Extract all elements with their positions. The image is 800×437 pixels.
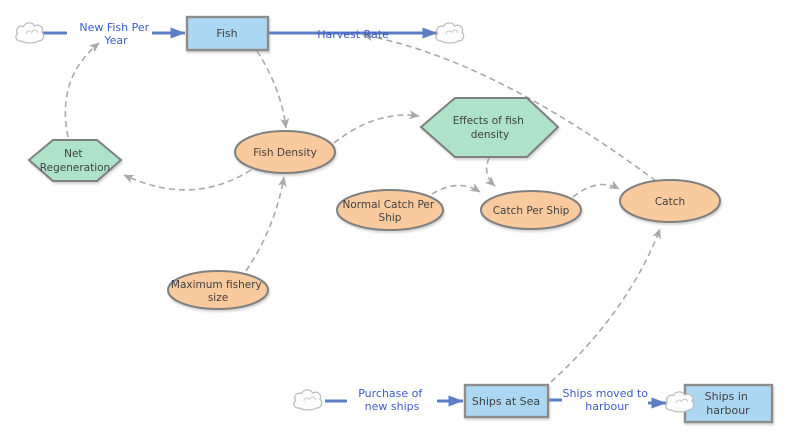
converter-effects-of-fish-density-label: Effects of fish density: [453, 115, 528, 141]
auxiliary-fish-density-label: Fish Density: [253, 147, 317, 159]
flow-label-new-fish-per-year: New Fish Per Year: [79, 21, 152, 47]
connector-fish-density-to-effects-of-fish-density[interactable]: [333, 110, 420, 144]
stock-ships-at-sea[interactable]: Ships at Sea: [463, 383, 550, 419]
connector-net-regeneration-to-new-fish-per-year[interactable]: [64, 42, 100, 138]
stock-fish-label: Fish: [216, 27, 237, 40]
stock-ships-at-sea-label: Ships at Sea: [472, 395, 540, 408]
cloud-source-new-fish[interactable]: [15, 22, 45, 44]
connector-normal-catch-per-ship-to-catch-per-ship[interactable]: [431, 183, 481, 195]
flow-label-harvest-rate: Harvest Rate: [317, 28, 389, 41]
auxiliary-catch-per-ship[interactable]: Catch Per Ship: [480, 190, 582, 230]
cloud-sink-harvest[interactable]: [435, 22, 465, 44]
auxiliary-catch-label: Catch: [655, 196, 685, 208]
cloud-source-ships[interactable]: [293, 389, 323, 411]
auxiliary-catch-per-ship-label: Catch Per Ship: [493, 205, 570, 217]
flow-label-purchase-of-new-ships: Purchase of new ships: [358, 387, 426, 413]
auxiliary-normal-catch-per-ship[interactable]: Normal Catch Per Ship: [336, 189, 444, 231]
connector-fish-to-fish-density[interactable]: [256, 50, 290, 129]
stock-ships-in-harbour[interactable]: Ships in harbour: [683, 383, 774, 424]
converter-effects-of-fish-density[interactable]: Effects of fish density: [419, 97, 560, 158]
converter-net-regeneration-label: Net Regeneration: [40, 148, 110, 174]
auxiliary-maximum-fishery-size-label: Maximum fishery size: [171, 279, 265, 304]
connector-maximum-fishery-size-to-fish-density[interactable]: [245, 176, 287, 272]
auxiliary-catch[interactable]: Catch: [619, 179, 721, 223]
flow-label-ships-moved-to-harbour: Ships moved to harbour: [563, 387, 652, 413]
auxiliary-fish-density[interactable]: Fish Density: [234, 130, 336, 174]
auxiliary-normal-catch-per-ship-label: Normal Catch Per Ship: [342, 199, 437, 224]
cloud-sink-ships-harbour[interactable]: [665, 391, 695, 413]
connector-catch-per-ship-to-catch[interactable]: [572, 180, 620, 198]
connector-catch-to-harvest-rate[interactable]: [362, 32, 657, 182]
connector-effects-of-fish-density-to-catch-per-ship[interactable]: [484, 157, 496, 187]
stock-fish[interactable]: Fish: [185, 15, 270, 52]
connector-fish-density-to-net-regeneration[interactable]: [123, 169, 252, 191]
connector-ships-at-sea-to-catch[interactable]: [550, 228, 661, 383]
auxiliary-maximum-fishery-size[interactable]: Maximum fishery size: [167, 270, 269, 310]
stock-ships-in-harbour-label: Ships in harbour: [705, 390, 752, 417]
converter-net-regeneration[interactable]: Net Regeneration: [27, 139, 123, 182]
